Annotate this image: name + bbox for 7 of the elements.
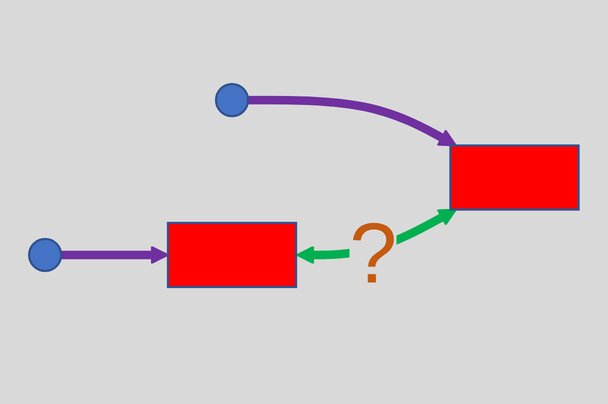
arrow	[61, 246, 169, 265]
node-box	[450, 144, 580, 212]
node-box	[167, 222, 298, 288]
arrow	[248, 96, 458, 147]
node-circle	[215, 83, 250, 118]
node-circle	[28, 238, 62, 272]
edge-label: ?	[350, 208, 398, 302]
